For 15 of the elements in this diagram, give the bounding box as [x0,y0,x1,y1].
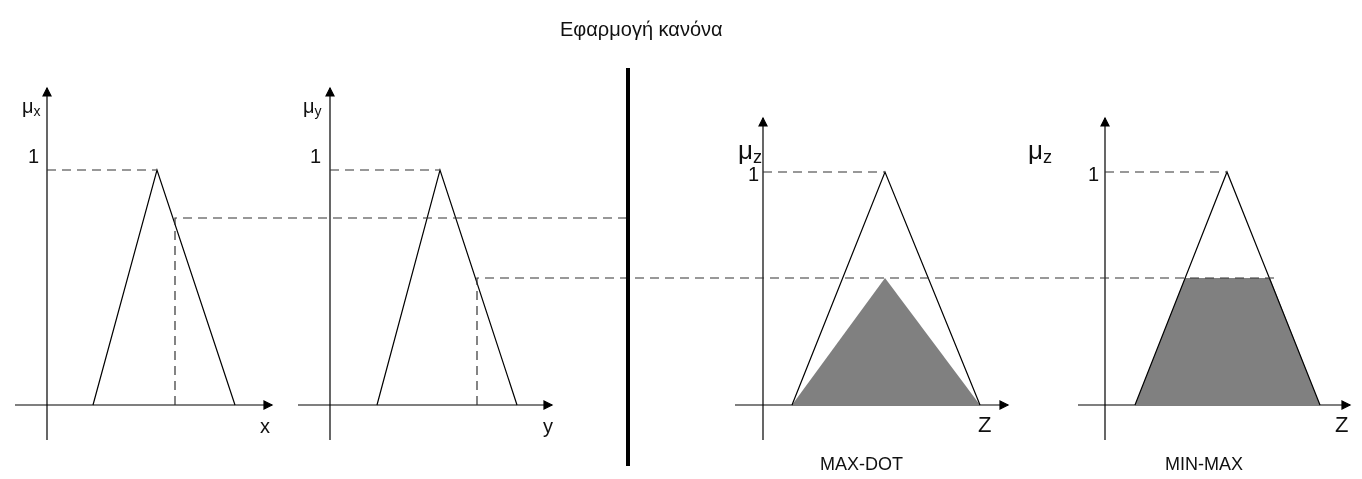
axis-label: x [260,416,270,436]
axis-label: MIN-MAX [1165,455,1243,473]
axis-label: 1 [1088,164,1100,184]
axis-label: μ$_{z}$ [1028,137,1053,166]
axis-label: μ$_{x}$ [22,96,41,118]
axis-label: μ$_{z}$ [738,137,763,166]
diagram-title: Εφαρμογή κανόνα [560,18,723,41]
axis-label: Z [1335,414,1349,436]
axis-label: y [543,416,553,436]
axis-label: MAX-DOT [820,455,903,473]
axis-label: 1 [310,146,322,166]
axis-label: 1 [748,164,760,184]
axis-label: 1 [28,146,40,166]
axis-label: μ$_{y}$ [303,96,322,118]
axis-label: Z [978,414,992,436]
